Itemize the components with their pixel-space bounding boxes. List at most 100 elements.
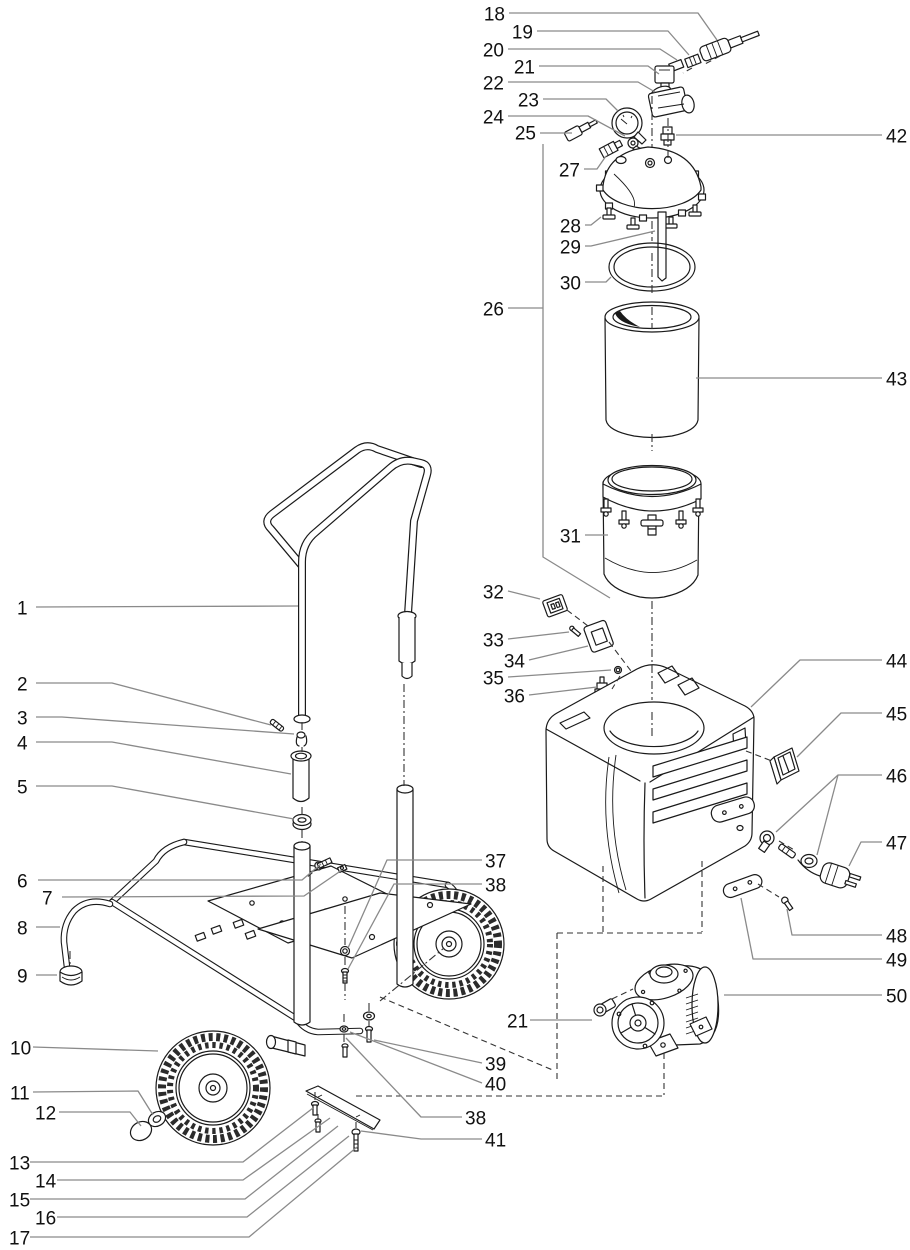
leader-line-37 [347,859,482,949]
leader-line-29 [585,230,656,247]
leader-line-26 [542,144,611,599]
leader-line-30 [585,276,612,283]
foot-cap [59,965,83,986]
callout-14: 14 [35,1172,57,1193]
leader-line-44 [750,659,882,708]
callout-25: 25 [515,124,536,145]
clip [295,731,308,747]
cord-sleeve [778,843,796,859]
callout-29: 29 [560,238,581,259]
leader-line-2 [36,682,272,726]
handle-socket-right [396,784,414,988]
callout-32: 32 [483,583,504,604]
callout-28: 28 [560,217,581,238]
callout-18: 18 [484,5,505,26]
spacer-sleeve [290,750,312,803]
shroud-louvers [652,736,748,824]
callout-22: 22 [483,74,504,95]
callout-21: 21 [507,1012,528,1033]
washer [292,813,312,831]
pin [269,718,285,732]
cart-handle [263,442,432,724]
nut-35 [613,665,623,675]
callout-49: 49 [886,951,907,972]
callout-layer: 1234567891011121314151617181920212223242… [9,5,908,1250]
motor-shroud [545,664,755,902]
cord-grommet [800,853,818,869]
callout-16: 16 [35,1209,56,1230]
leader-line-33 [507,631,570,640]
leader-line-21 [539,65,660,75]
hub-cap [129,1120,153,1142]
hose-fitting [684,53,702,69]
callout-36: 36 [504,687,525,708]
power-plug [797,859,862,889]
callout-4: 4 [17,734,28,755]
callout-20: 20 [483,41,504,62]
leader-line-12 [59,1111,142,1127]
wheel-left [145,1030,271,1146]
leader-line-47 [848,841,882,867]
screw-48 [781,896,794,912]
callout-35: 35 [483,669,504,690]
front-leg-tube [60,898,114,971]
leader-line-36 [528,686,598,696]
handle-grip [397,610,417,680]
callout-45: 45 [886,705,907,726]
leader-line-19 [537,30,690,56]
leader-line-5 [36,785,295,820]
callout-46: 46 [886,767,907,788]
callout-21: 21 [514,58,535,79]
callout-42: 42 [886,127,907,148]
callout-47: 47 [886,834,907,855]
terminal-connector [758,830,775,853]
support-plate-group [305,1085,381,1152]
ball-valve [647,85,695,118]
callout-9: 9 [17,967,28,988]
leader-line-1 [35,605,299,608]
leader-line-20 [508,48,678,61]
callout-33: 33 [483,631,504,652]
callout-1: 1 [17,599,28,620]
mount-plate-34 [583,619,614,653]
callout-5: 5 [17,778,28,799]
callout-43: 43 [886,370,907,391]
leader-line-23 [543,98,619,112]
inlet-fitting-21 [593,998,616,1017]
callout-17: 17 [9,1229,30,1250]
axle-stub [265,1034,306,1057]
callout-11: 11 [10,1084,30,1105]
callout-37: 37 [485,852,506,873]
assembly-dashed-lines [69,55,797,1128]
leader-line-16 [57,1135,350,1218]
callout-26: 26 [483,300,504,321]
leader-line-41 [360,1130,482,1140]
leader-line-11 [32,1090,154,1116]
leader-line-10 [32,1046,159,1052]
leader-line-45 [796,712,882,758]
leader-line-7 [61,869,343,898]
leader-line-3 [36,716,295,735]
leader-line-39 [373,1039,483,1064]
leader-line-18 [509,12,718,41]
lid-clamps [602,204,702,230]
frame-fasteners [339,945,376,1058]
callout-38: 38 [465,1109,486,1130]
leader-line-24 [508,115,626,137]
leader-line-35 [507,669,612,678]
nut-small [336,863,348,874]
pickup-tube [657,211,667,282]
tank-clamps [600,498,704,529]
fitting-27 [598,139,624,159]
handle-socket-left [293,841,311,1026]
leader-line-38 [347,883,482,970]
callout-24: 24 [483,108,505,129]
axle-washer [147,1110,167,1128]
screw-33 [569,625,582,637]
callout-6: 6 [17,872,28,893]
pressure-gauge [611,107,647,145]
pressure-tank [600,464,704,599]
leader-line-49 [740,897,882,960]
